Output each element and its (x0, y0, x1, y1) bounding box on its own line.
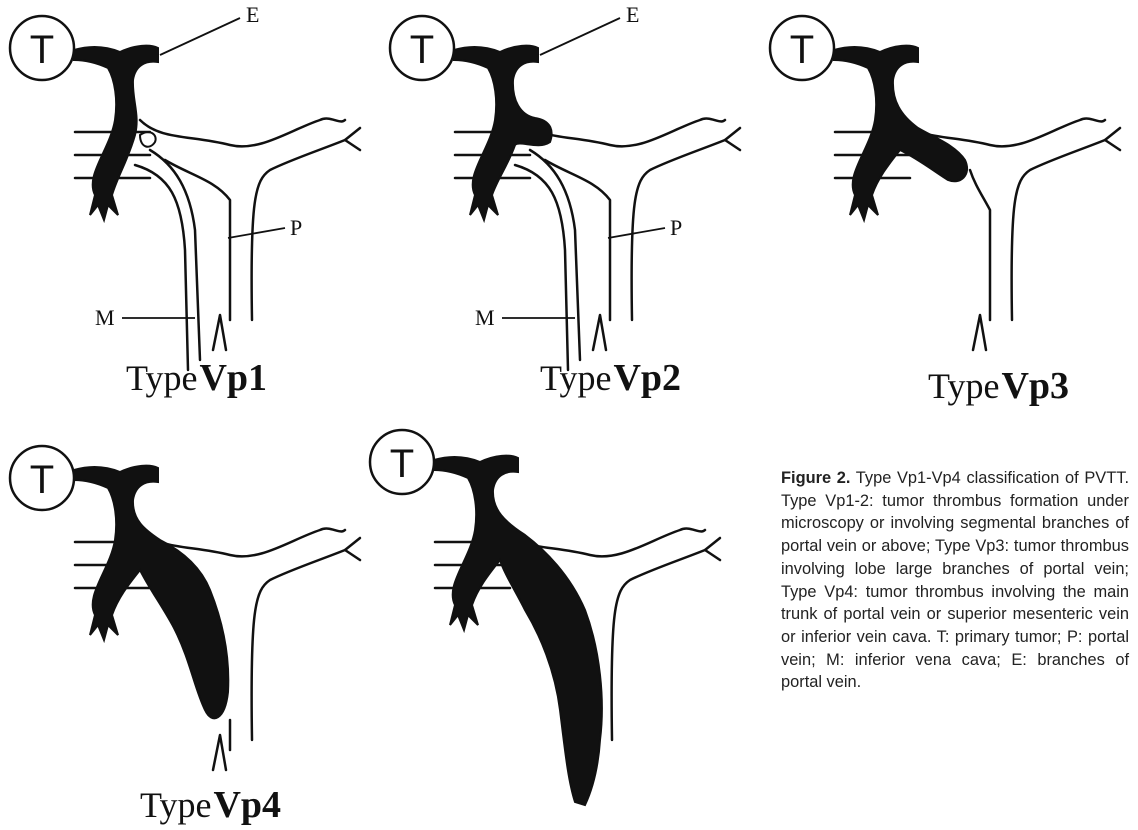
diagram-vp4-a: T (0, 430, 380, 830)
label-m: M (475, 305, 495, 330)
tumor-letter: T (790, 28, 814, 72)
diagram-vp3: T (760, 0, 1138, 420)
label-e: E (246, 2, 259, 27)
tumor-letter: T (30, 458, 54, 502)
tumor-letter: T (30, 28, 54, 72)
type-label-vp2: TypeVp2 (540, 356, 681, 400)
figure-caption: Figure 2. Type Vp1-Vp4 classification of… (781, 467, 1129, 694)
type-label-vp4: TypeVp4 (140, 783, 281, 827)
tumor-letter: T (410, 28, 434, 72)
caption-figure-label: Figure 2. (781, 469, 850, 487)
label-e: E (626, 2, 639, 27)
label-p: P (670, 215, 682, 240)
type-label-vp1: TypeVp1 (126, 356, 267, 400)
label-p: P (290, 215, 302, 240)
diagram-vp4-b: T (360, 410, 760, 830)
leader-e (160, 18, 240, 55)
label-m: M (95, 305, 115, 330)
leader-p (228, 228, 285, 238)
portal-vein-outline (140, 119, 345, 147)
tumor-letter: T (390, 442, 414, 486)
type-label-vp3: TypeVp3 (928, 364, 1069, 408)
caption-text: Type Vp1-Vp4 classification of PVTT. Typ… (781, 469, 1129, 691)
